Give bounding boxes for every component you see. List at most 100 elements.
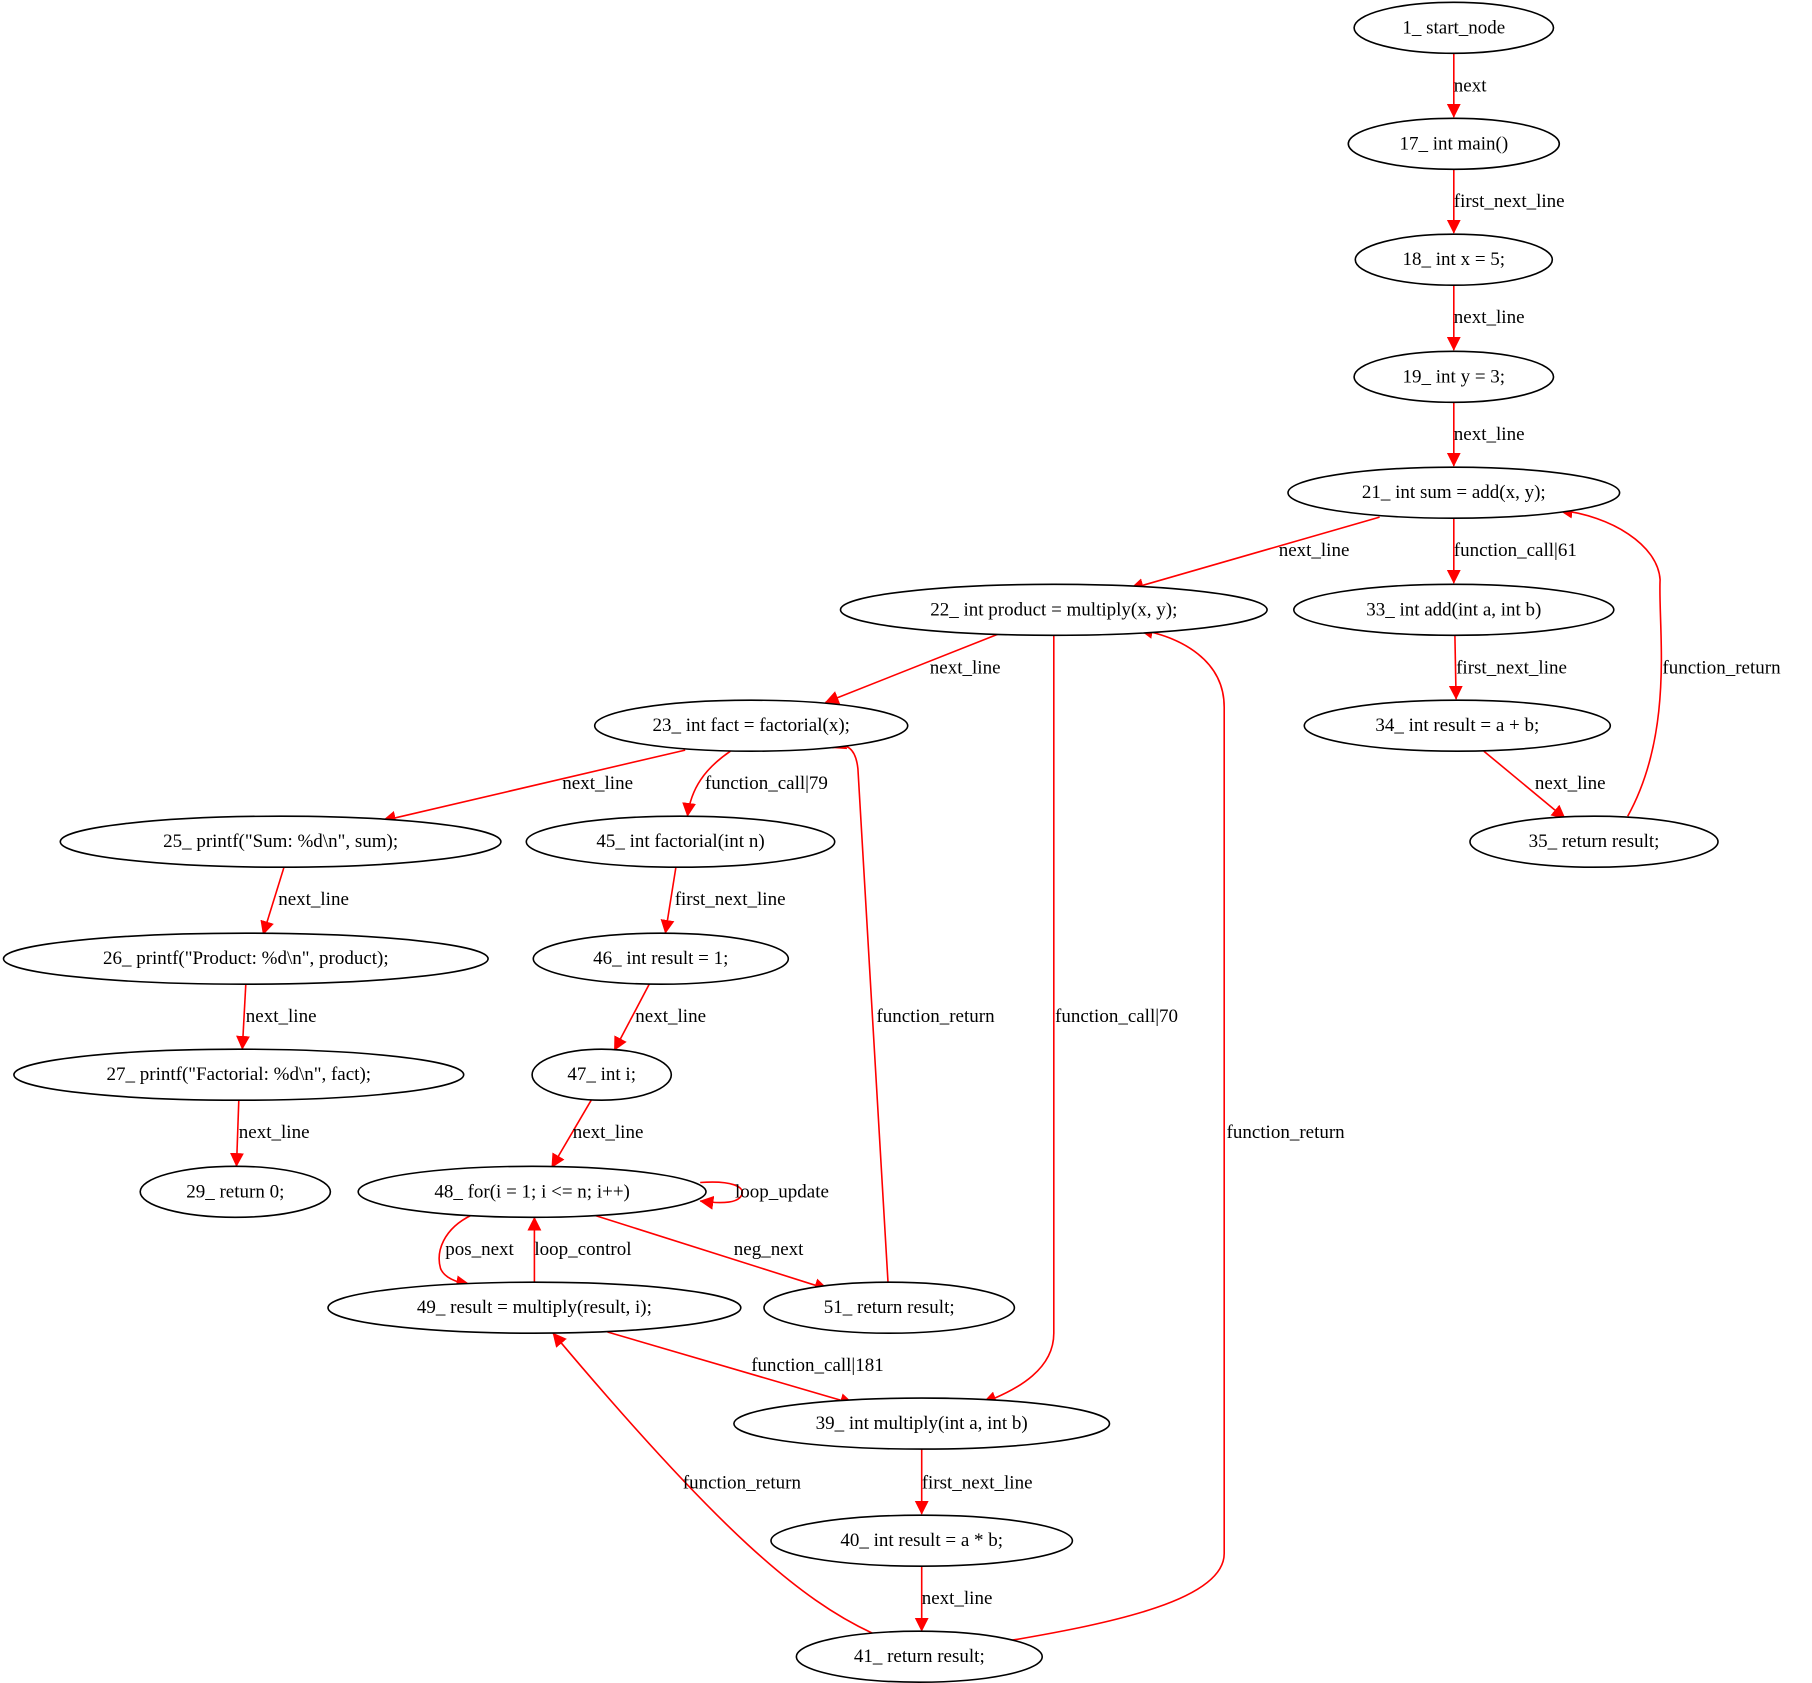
edge-n23-to-n45: function_call|79 [682,750,828,817]
node-ellipse [357,1165,707,1219]
node-label: 23_ int fact = factorial(x); [652,715,849,736]
node-ellipse [531,1048,673,1101]
edge-line [1483,750,1566,820]
edge-line [660,867,677,934]
edge-n34-to-n35: next_line [1483,750,1606,820]
node-label: 39_ int multiply(int a, int b) [816,1413,1028,1434]
node-label: 45_ int factorial(int n) [596,831,764,852]
node-29: 29_ return 0; [139,1165,332,1219]
node-18: 18_ int x = 5; [1354,233,1554,287]
edge-n22-to-n39: function_call|70 [982,635,1178,1405]
edge-n35-to-n21: function_return [1558,504,1781,817]
node-label: 26_ printf("Product: %d\n", product); [103,948,389,969]
node-40: 40_ int result = a * b; [770,1514,1074,1567]
edge-line [381,749,686,825]
node-ellipse [327,1281,742,1334]
edge-line [682,750,731,817]
edge-n45-to-n46: first_next_line [660,867,786,934]
edge-n26-to-n27: next_line [236,984,317,1050]
node-label: 22_ int product = multiply(x, y); [930,599,1177,620]
node-46: 46_ int result = 1; [532,932,790,986]
edge-label: next_line [1279,540,1350,561]
edge-line [593,1214,829,1292]
edge-label: next_line [1454,424,1525,445]
edge-n51-to-n23: function_return [831,736,995,1283]
edge-n18-to-n19: next_line [1446,285,1525,351]
node-label: 41_ return result; [854,1646,985,1667]
node-35: 35_ return result; [1469,815,1719,869]
node-ellipse [532,932,790,986]
edge-line [230,1100,244,1167]
node-48: 48_ for(i = 1; i <= n; i++) [357,1165,707,1219]
node-label: 40_ int result = a * b; [840,1530,1003,1551]
edge-label: next [1454,75,1487,96]
node-ellipse [13,1048,465,1101]
edge-label: next_line [930,657,1001,678]
edge-label: function_call|61 [1454,540,1577,561]
node-49: 49_ result = multiply(result, i); [327,1281,742,1334]
edge-n33-to-n34: first_next_line [1448,635,1567,700]
node-label: 27_ printf("Factorial: %d\n", fact); [107,1064,372,1085]
node-19: 19_ int y = 3; [1353,350,1555,404]
edge-label: function_return [683,1472,802,1493]
edge-line [1129,516,1380,592]
edge-n49-to-n39: function_call|181 [607,1331,884,1407]
edge-label: first_next_line [1456,657,1567,678]
edge-line [236,984,250,1050]
node-label: 48_ for(i = 1; i <= n; i++) [434,1181,630,1202]
node-34: 34_ int result = a + b; [1303,699,1612,753]
edge-label: first_next_line [922,1472,1033,1493]
edge-label: function_return [1227,1122,1346,1143]
node-ellipse [2,932,489,986]
node-1: 1_ start_node [1353,1,1555,55]
edge-line [1558,504,1663,817]
node-45: 45_ int factorial(int n) [525,815,836,869]
edge-label: function_return [1662,657,1781,678]
edge-label: next_line [278,889,349,910]
edge-label: next_line [562,773,633,794]
node-ellipse [1287,466,1621,520]
node-label: 18_ int x = 5; [1403,249,1506,270]
edge-n22-to-n23: next_line [824,633,1001,705]
node-label: 51_ return result; [824,1297,955,1318]
edge-label: loop_control [534,1239,631,1260]
edge-label: next_line [239,1122,310,1143]
edge-n19-to-n21: next_line [1446,402,1525,467]
node-ellipse [839,583,1268,637]
edge-line [1010,625,1225,1642]
edge-n48-to-n51: neg_next [593,1214,829,1292]
node-47: 47_ int i; [531,1048,673,1101]
node-ellipse [1353,350,1555,404]
node-ellipse [59,815,502,869]
edge-label: next_line [922,1588,993,1609]
edge-label: next_line [1454,307,1525,328]
edges-layer: nextfirst_next_linenext_linenext_linenex… [230,53,1781,1642]
node-21: 21_ int sum = add(x, y); [1287,466,1621,520]
node-27: 27_ printf("Factorial: %d\n", fact); [13,1048,465,1101]
edge-label: function_call|181 [751,1355,884,1376]
node-label: 25_ printf("Sum: %d\n", sum); [163,831,398,852]
edge-n17-to-n18: first_next_line [1446,169,1565,234]
node-label: 17_ int main() [1399,133,1508,154]
edge-line [824,633,999,705]
node-41: 41_ return result; [795,1630,1043,1683]
edge-label: function_call|70 [1055,1006,1178,1027]
edge-n41-to-n49: function_return [552,1332,874,1635]
edge-line [551,1099,592,1169]
node-25: 25_ printf("Sum: %d\n", sum); [59,815,502,869]
edge-n41-to-n22: function_return [1010,625,1346,1642]
edge-label: first_next_line [1454,191,1565,212]
node-label: 49_ result = multiply(result, i); [417,1297,652,1318]
node-ellipse [139,1165,332,1219]
edge-n46-to-n47: next_line [613,983,706,1051]
node-ellipse [1354,233,1554,287]
edge-label: function_call|79 [705,773,828,794]
edge-label: first_next_line [675,889,786,910]
node-ellipse [733,1397,1111,1450]
node-ellipse [1303,699,1612,753]
edge-n40-to-n41: next_line [914,1566,993,1632]
edge-n39-to-n40: first_next_line [914,1449,1033,1515]
node-26: 26_ printf("Product: %d\n", product); [2,932,489,986]
node-label: 47_ int i; [567,1064,636,1085]
